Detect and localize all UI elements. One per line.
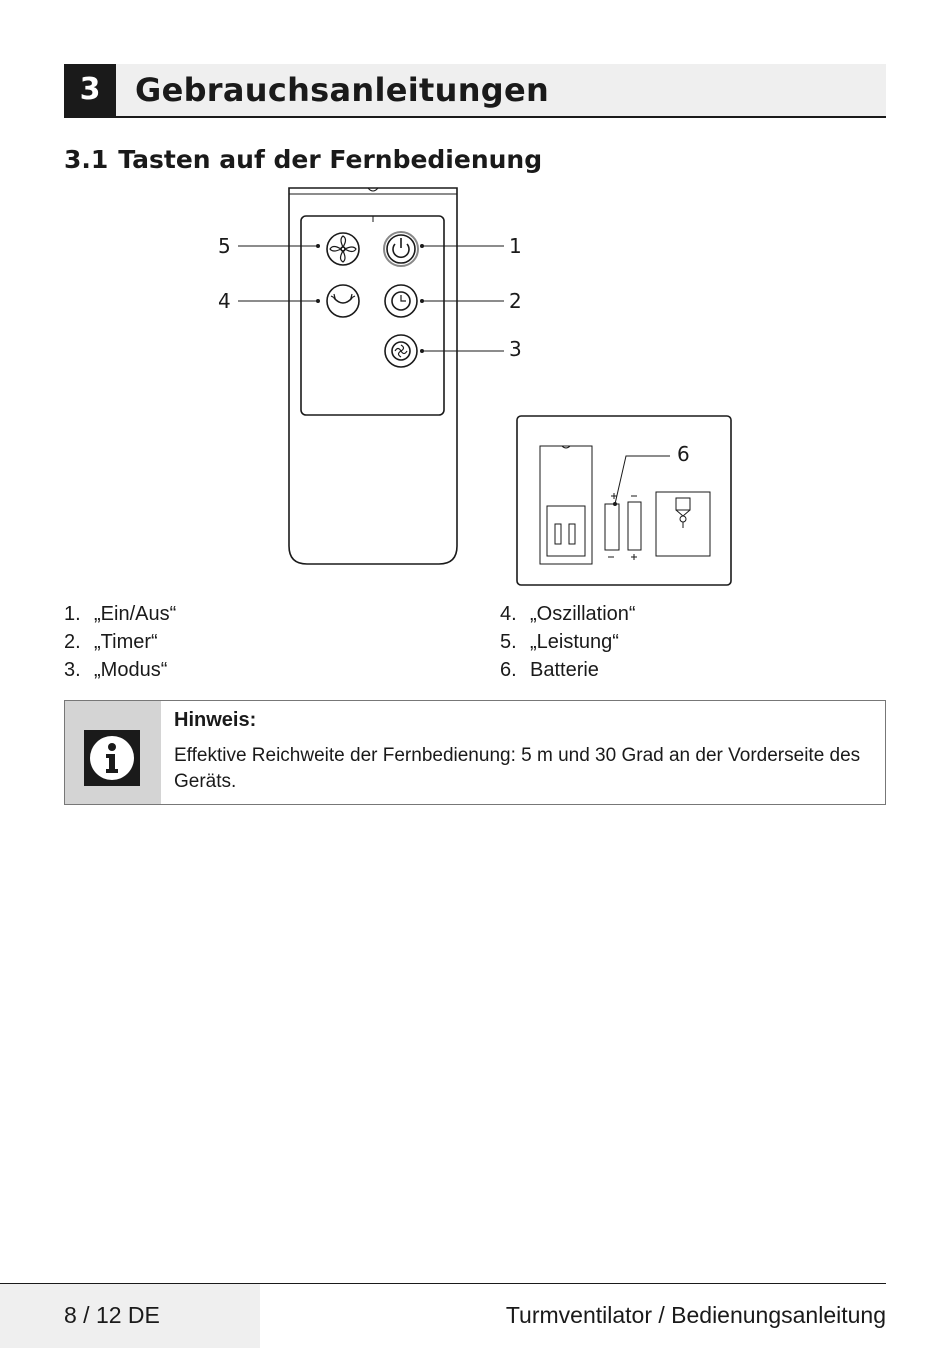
list-item: 4.„Oszillation“ (500, 603, 636, 625)
power-button-icon (383, 231, 419, 267)
section-number: 3 (64, 64, 116, 116)
button-list-left: 1.„Ein/Aus“ 2.„Timer“ 3.„Modus“ (64, 600, 176, 684)
subsection-number: 3.1 (64, 145, 109, 174)
list-item: 1.„Ein/Aus“ (64, 603, 177, 625)
footer-page-box (0, 1284, 260, 1348)
footer-page-number: 8 / 12 DE (64, 1302, 160, 1328)
subsection-heading: 3.1 Tasten auf der Fernbedienung (64, 140, 542, 180)
note-title: Hinweis: (174, 709, 257, 731)
info-icon (84, 730, 140, 786)
section-header: 3 Gebrauchsanleitungen (64, 64, 886, 118)
callout-3: 3 (509, 337, 522, 361)
oscillation-button-icon (326, 284, 360, 318)
battery-inset (516, 415, 732, 586)
remote-control-figure: 5 4 1 2 3 6 (218, 187, 732, 586)
remote-body (288, 187, 458, 565)
list-item: 3.„Modus“ (64, 659, 168, 681)
callout-1: 1 (509, 234, 522, 258)
subsection-title: Tasten auf der Fernbedienung (118, 145, 543, 174)
list-item: 2.„Timer“ (64, 631, 158, 653)
list-item: 5.„Leistung“ (500, 631, 619, 653)
callout-6: 6 (677, 442, 690, 466)
note-box: Hinweis: Effektive Reichweite der Fernbe… (64, 700, 886, 805)
footer-document-title: Turmventilator / Bedienungsanleitung (505, 1302, 886, 1328)
timer-button-icon (384, 284, 418, 318)
callout-4: 4 (218, 289, 231, 313)
callout-5: 5 (218, 234, 231, 258)
list-item: 6.Batterie (500, 659, 599, 681)
note-icon-cell (65, 701, 161, 804)
section-title: Gebrauchsanleitungen (135, 71, 550, 109)
fan-speed-button-icon (326, 232, 360, 266)
note-text: Effektive Reichweite der Fernbedienung: … (174, 745, 861, 792)
mode-button-icon (384, 334, 418, 368)
footer-rule (0, 1283, 886, 1284)
button-list-right: 4.„Oszillation“ 5.„Leistung“ 6.Batterie (500, 600, 636, 684)
callout-2: 2 (509, 289, 522, 313)
